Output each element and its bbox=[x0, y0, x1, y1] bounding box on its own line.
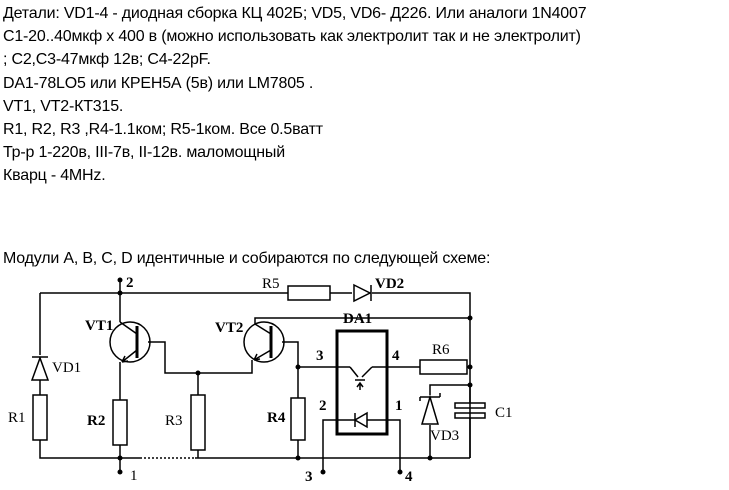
wires bbox=[39, 280, 471, 470]
label-r5: R5 bbox=[262, 276, 280, 292]
caption: Модули A, B, C, D идентичные и собираютс… bbox=[3, 250, 491, 267]
label-vd3: VD3 bbox=[430, 428, 459, 444]
text-line-3: ; C2,C3-47мкф 12в; C4-22pF. bbox=[3, 51, 211, 68]
da1-pin-2-label: 2 bbox=[319, 398, 327, 414]
label-c1: C1 bbox=[495, 405, 513, 421]
label-r2: R2 bbox=[87, 413, 105, 429]
text-line-8: Кварц - 4MHz. bbox=[3, 167, 106, 184]
transistor-vt1 bbox=[109, 321, 151, 363]
terminal-3-label: 3 bbox=[305, 469, 313, 485]
capacitor-c1 bbox=[454, 402, 486, 419]
zener-vd3 bbox=[419, 393, 441, 425]
resistor-r3 bbox=[190, 394, 206, 451]
terminal-2-label: 2 bbox=[126, 275, 134, 291]
junction-dots bbox=[117, 277, 473, 475]
da1-pin-3-label: 3 bbox=[316, 348, 324, 364]
resistor-r2 bbox=[112, 399, 128, 446]
resistor-r1 bbox=[32, 394, 48, 441]
text-line-7: Тр-р 1-220в, III-7в, II-12в. маломощный bbox=[3, 144, 285, 161]
label-r4: R4 bbox=[267, 410, 286, 426]
text-line-1: Детали: VD1-4 - диодная сборка КЦ 402Б; … bbox=[3, 5, 587, 22]
label-r3: R3 bbox=[165, 413, 183, 429]
resistor-r6 bbox=[419, 359, 468, 375]
text-line-4: DA1-78LO5 или КРЕН5А (5в) или LM7805 . bbox=[3, 75, 314, 92]
text-line-2: C1-20..40мкф x 400 в (можно использовать… bbox=[3, 28, 581, 45]
resistor-r5 bbox=[287, 285, 331, 301]
diode-vd2 bbox=[353, 283, 372, 303]
resistor-r4 bbox=[290, 397, 306, 441]
terminal-1-label: 1 bbox=[130, 468, 138, 484]
optocoupler-da1 bbox=[335, 329, 389, 436]
label-vd2: VD2 bbox=[375, 276, 404, 292]
label-r6: R6 bbox=[432, 342, 450, 358]
terminal-4-label: 4 bbox=[405, 469, 413, 485]
da1-pin-4-label: 4 bbox=[392, 348, 400, 364]
label-vt2: VT2 bbox=[215, 320, 243, 336]
label-da1: DA1 bbox=[343, 311, 372, 327]
da1-pin-1-label: 1 bbox=[395, 398, 403, 414]
label-vd1: VD1 bbox=[52, 360, 81, 376]
label-vt1: VT1 bbox=[85, 318, 113, 334]
diode-vd1 bbox=[30, 355, 50, 381]
label-r1: R1 bbox=[8, 410, 26, 426]
text-line-6: R1, R2, R3 ,R4-1.1ком; R5-1ком. Все 0.5в… bbox=[3, 121, 323, 138]
transistor-vt2 bbox=[243, 321, 285, 363]
text-line-5: VT1, VT2-КТ315. bbox=[3, 98, 124, 115]
